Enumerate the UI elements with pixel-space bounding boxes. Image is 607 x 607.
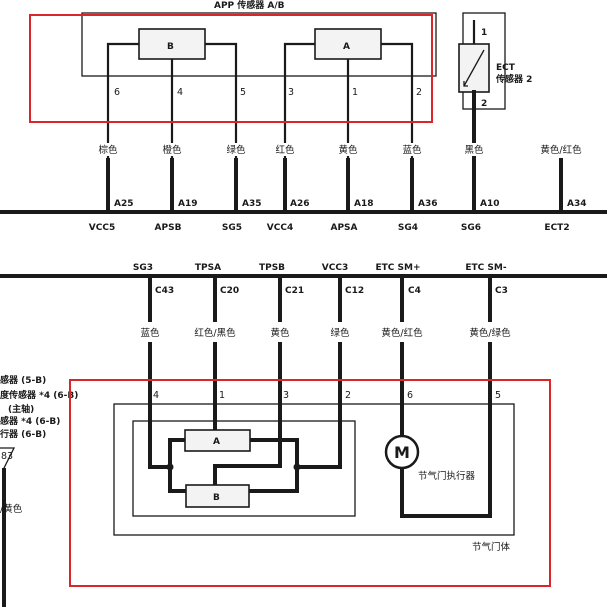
app-pin-5: 1 — [352, 87, 358, 98]
tb-pin-4: 2 — [345, 390, 351, 401]
app-terminal-3: A35 — [242, 199, 262, 209]
app-pin-2: 4 — [177, 87, 183, 98]
ect-wire-color: 黑色 — [464, 144, 484, 156]
ect-thermistor-arrow — [463, 49, 485, 87]
tb-pin-3: 3 — [283, 390, 289, 401]
app-a-wire-sg4 — [381, 42, 414, 210]
tp-sensor-b-block — [185, 484, 250, 508]
left-connector-number: 83 — [1, 451, 13, 462]
app-wire-color-1: 棕色 — [98, 144, 118, 156]
tb-vcc3-run — [295, 403, 342, 469]
tb-wire-color-5: 黄色/红色 — [381, 327, 423, 339]
ect-title-2: 传感器 2 — [495, 73, 532, 85]
highlight-box-app-sensor — [29, 14, 433, 123]
ect2-signal: ECT2 — [544, 223, 569, 233]
app-signal-3: SG5 — [222, 223, 242, 233]
tp-sensor-housing — [132, 420, 356, 517]
motor-label: M — [394, 443, 410, 462]
tb-wire-color-1: 蓝色 — [140, 327, 160, 339]
tb-wire-color-3: 黄色 — [270, 327, 290, 339]
ect-title-1: ECT — [496, 63, 516, 73]
app-signal-2: APSB — [155, 223, 182, 233]
tb-signal-1: SG3 — [133, 263, 153, 273]
tb-wire-color-2: 红色/黑色 — [194, 327, 236, 339]
left-note-3: (主轴) — [8, 403, 34, 415]
tb-tpsb-run — [213, 403, 282, 487]
tb-sg3-run — [148, 403, 172, 469]
tb-junction-right — [293, 463, 301, 471]
app-a-wire-vcc4 — [283, 42, 315, 210]
tb-signal-2: TPSA — [195, 263, 221, 273]
left-note-5: 行器 (6-B) — [0, 428, 46, 440]
app-terminal-4: A26 — [290, 199, 310, 209]
app-terminal-5: A18 — [354, 199, 374, 209]
tb-pin-1: 4 — [153, 390, 159, 401]
ect2-terminal: A34 — [567, 199, 587, 209]
app-sensor-b-block — [138, 28, 206, 60]
app-pin-4: 3 — [288, 87, 294, 98]
app-wire-color-5: 黄色 — [338, 144, 358, 156]
app-sensor-a-block — [314, 28, 382, 60]
motor-icon — [384, 434, 420, 470]
tb-pin-2: 1 — [219, 390, 225, 401]
tb-sg3-branch — [168, 438, 188, 493]
left-note-1: 感器 (5-B) — [0, 374, 46, 386]
tb-terminal-5: C4 — [408, 286, 421, 296]
left-wire-color: /黄色 — [0, 503, 23, 515]
app-wire-color-2: 橙色 — [162, 144, 182, 156]
ect-pin-bottom: 2 — [481, 99, 487, 109]
ect-terminal: A10 — [480, 199, 500, 209]
app-wire-color-4: 红色 — [275, 144, 295, 156]
app-signal-5: APSA — [330, 223, 357, 233]
ect2-wire-color: 黄色/红色 — [540, 144, 582, 156]
tp-sensor-a-block — [184, 429, 251, 452]
app-signal-4: VCC4 — [267, 223, 293, 233]
ect-signal: SG6 — [461, 223, 481, 233]
tb-junction-left — [166, 463, 174, 471]
throttle-body-label: 节气门体 — [472, 541, 511, 553]
highlight-box-throttle-body — [69, 379, 551, 587]
app-pin-1: 6 — [114, 87, 120, 98]
app-terminal-6: A36 — [418, 199, 438, 209]
app-pin-6: 2 — [416, 87, 422, 98]
app-signal-6: SG4 — [398, 223, 418, 233]
app-wire-color-3: 绿色 — [226, 144, 246, 156]
tb-signal-4: VCC3 — [322, 263, 348, 273]
tb-wire-color-6: 黄色/绿色 — [469, 327, 511, 339]
actuator-label: 节气门执行器 — [418, 470, 476, 482]
app-wire-color-6: 蓝色 — [402, 144, 422, 156]
tb-terminal-2: C20 — [220, 286, 239, 296]
tb-pin-5: 6 — [407, 390, 413, 401]
app-pin-3: 5 — [240, 87, 246, 98]
left-connector-triangle — [0, 447, 16, 471]
app-terminal-2: A19 — [178, 199, 198, 209]
app-terminal-1: A25 — [114, 199, 134, 209]
tb-pin-6: 5 — [495, 390, 501, 401]
throttle-body-housing — [113, 403, 515, 536]
tb-terminal-3: C21 — [285, 286, 304, 296]
tb-terminal-1: C43 — [155, 286, 174, 296]
app-sensor-housing — [81, 12, 437, 77]
tb-signal-5: ETC SM+ — [375, 263, 420, 273]
tp-sensor-a-label: A — [213, 437, 220, 447]
app-signal-1: VCC5 — [89, 223, 115, 233]
left-note-2: 度传感器 *4 (6-B) — [0, 389, 78, 401]
app-b-wire-sg5 — [205, 42, 238, 210]
tb-signal-6: ETC SM- — [465, 263, 506, 273]
tp-sensor-b-label: B — [213, 493, 220, 503]
tb-terminal-4: C12 — [345, 286, 364, 296]
app-sensor-b-label: B — [167, 42, 174, 52]
tb-signal-3: TPSB — [259, 263, 285, 273]
app-sensor-a-label: A — [343, 42, 350, 52]
ect-pin-top: 1 — [481, 28, 487, 38]
left-note-4: 感器 *4 (6-B) — [0, 415, 60, 427]
tb-vcc3-branch — [247, 438, 299, 493]
tb-motor-wire-return — [400, 403, 492, 518]
app-b-wire-vcc5 — [106, 42, 139, 210]
app-sensor-title: APP 传感器 A/B — [214, 0, 285, 11]
tb-terminal-6: C3 — [495, 286, 508, 296]
tb-wire-color-4: 绿色 — [330, 327, 350, 339]
